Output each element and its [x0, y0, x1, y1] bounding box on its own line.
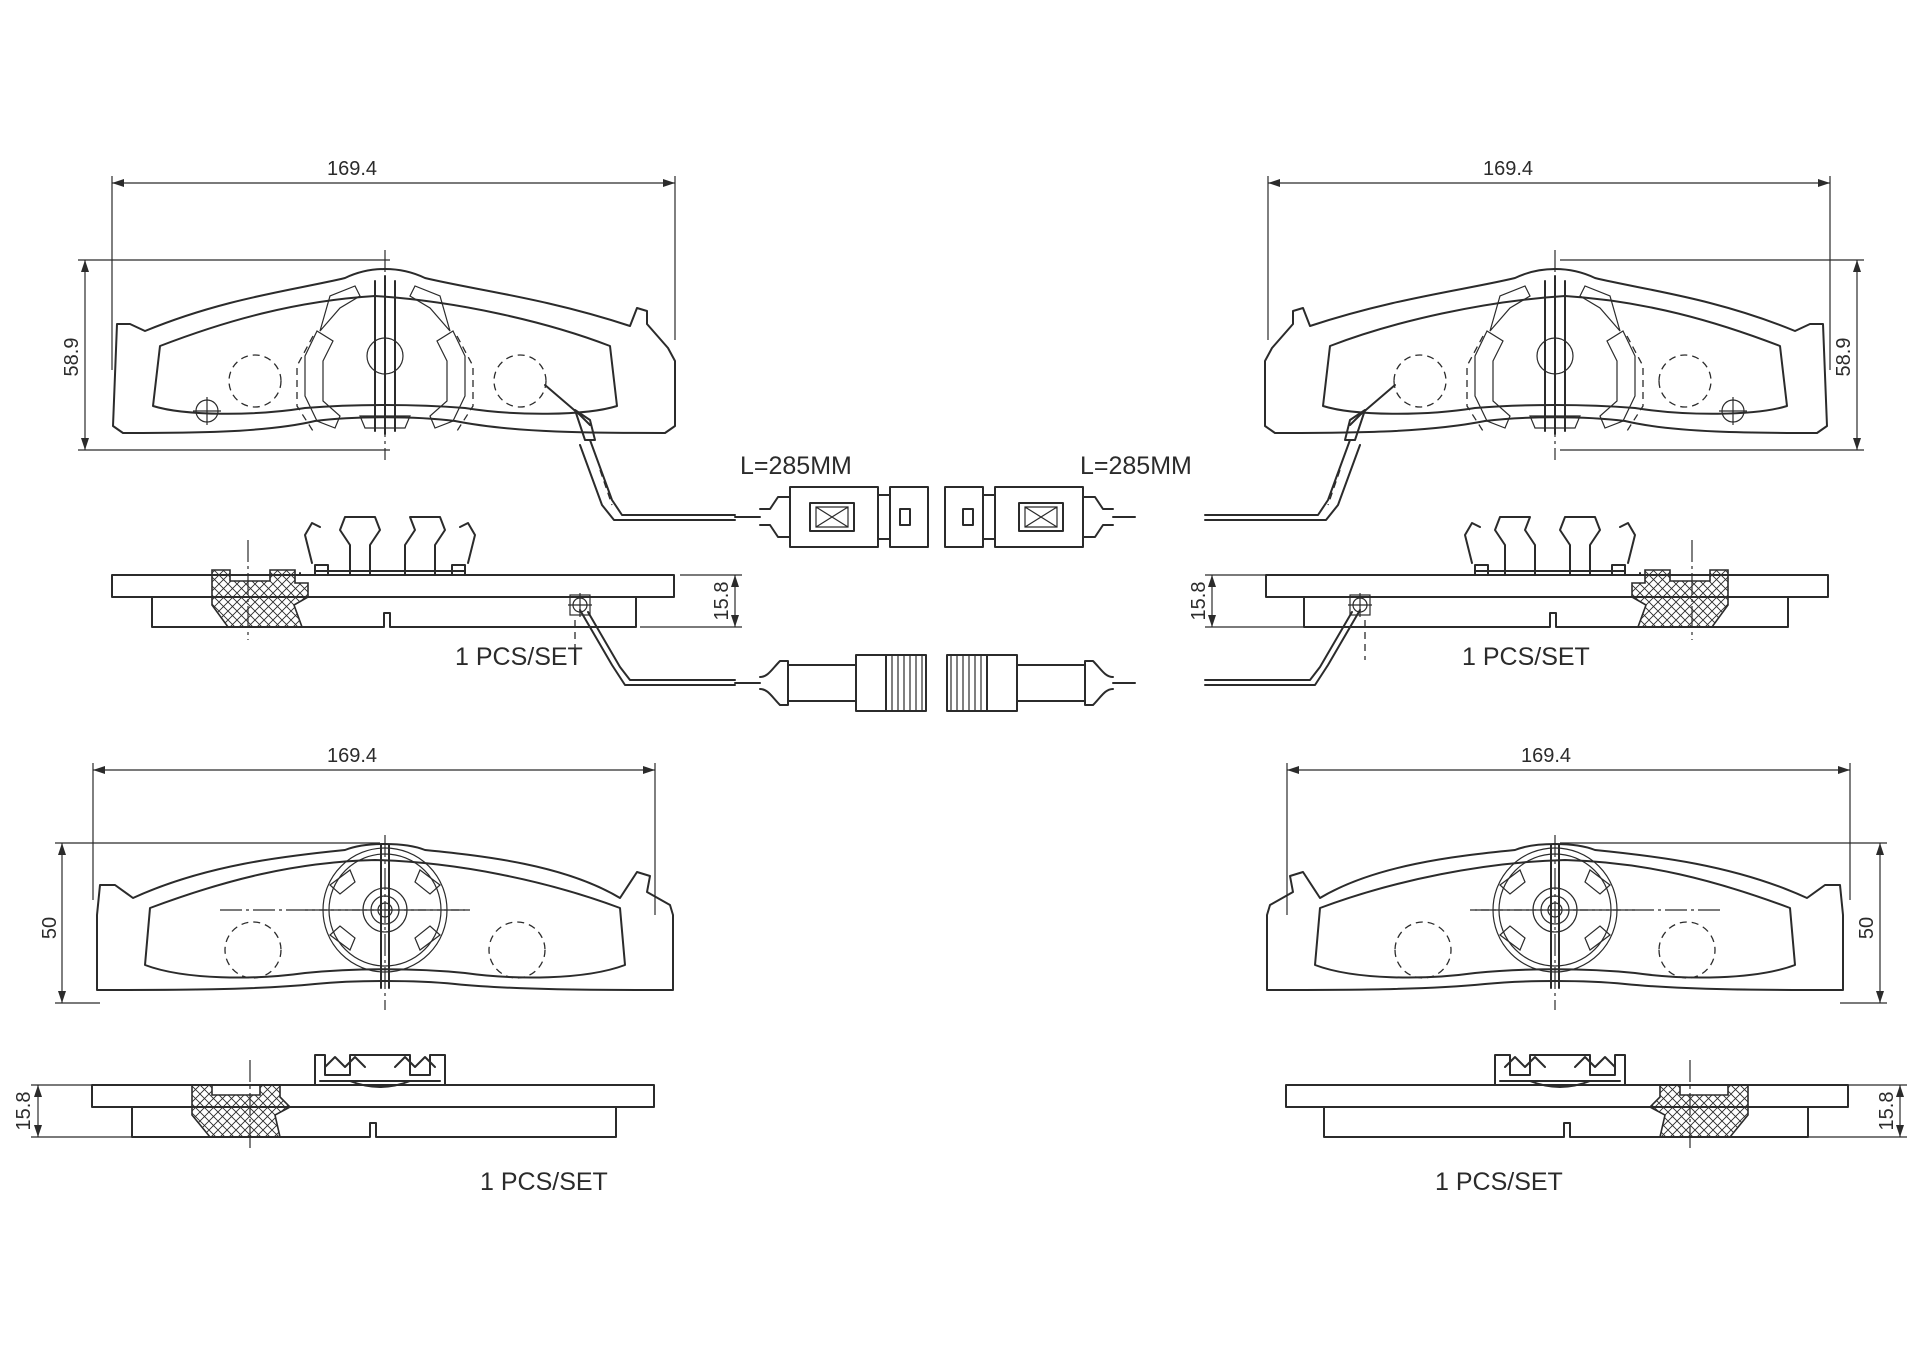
- bottom-left-pad-side-view: [91, 1054, 655, 1150]
- top-right-pad-front-view: [1204, 250, 1828, 521]
- top-left-thickness-dimension: 15.8: [640, 574, 742, 628]
- top-right-width-label: 169.4: [1483, 158, 1533, 180]
- bottom-right-pad-front-view: [1266, 835, 1844, 1010]
- bottom-left-height-label: 50: [39, 917, 61, 939]
- top-left-connector-upper: [734, 486, 929, 548]
- top-right-height-dimension: 58.9: [1560, 259, 1864, 451]
- bottom-left-thickness-dimension: 15.8: [13, 1084, 135, 1138]
- top-right-pad-side-view: [1204, 516, 1829, 686]
- top-right-wire-length: L=285MM: [1080, 452, 1192, 480]
- top-left-pad-side-view: [111, 516, 736, 686]
- top-left-pad-front-view: [112, 250, 736, 521]
- top-left-connector-lower: [734, 654, 927, 712]
- bottom-right-thickness-dimension: 15.8: [1805, 1084, 1907, 1138]
- top-right-connector-lower: [946, 654, 1136, 712]
- top-left-wire-length: L=285MM: [740, 452, 852, 480]
- bottom-right-thickness-label: 15.8: [1876, 1092, 1898, 1131]
- top-left-width-dimension: 169.4: [111, 158, 676, 370]
- bottom-right-height-dimension: 50: [1560, 842, 1887, 1004]
- top-left-width-label: 169.4: [327, 158, 377, 180]
- bottom-right-quantity: 1 PCS/SET: [1435, 1168, 1563, 1196]
- bottom-left-height-dimension: 50: [39, 842, 380, 1004]
- bottom-left-width-dimension: 169.4: [92, 745, 656, 915]
- top-right-thickness-dimension: 15.8: [1188, 574, 1310, 628]
- top-left-height-dimension: 58.9: [61, 259, 390, 451]
- top-right-connector-upper: [944, 486, 1136, 548]
- top-left-thickness-label: 15.8: [711, 582, 733, 621]
- bottom-left-width-label: 169.4: [327, 745, 377, 767]
- bottom-right-height-label: 50: [1856, 917, 1878, 939]
- bottom-left-pad-front-view: [96, 835, 674, 1010]
- top-right-height-label: 58.9: [1833, 338, 1855, 377]
- bottom-right-pad-side-view: [1285, 1054, 1849, 1150]
- top-left-quantity: 1 PCS/SET: [455, 643, 583, 671]
- top-left-height-label: 58.9: [61, 338, 83, 377]
- top-right-width-dimension: 169.4: [1267, 158, 1831, 370]
- top-right-thickness-label: 15.8: [1188, 582, 1210, 621]
- bottom-right-width-label: 169.4: [1521, 745, 1571, 767]
- bottom-right-width-dimension: 169.4: [1286, 745, 1851, 915]
- bottom-left-quantity: 1 PCS/SET: [480, 1168, 608, 1196]
- bottom-left-thickness-label: 15.8: [13, 1092, 35, 1131]
- top-right-quantity: 1 PCS/SET: [1462, 643, 1590, 671]
